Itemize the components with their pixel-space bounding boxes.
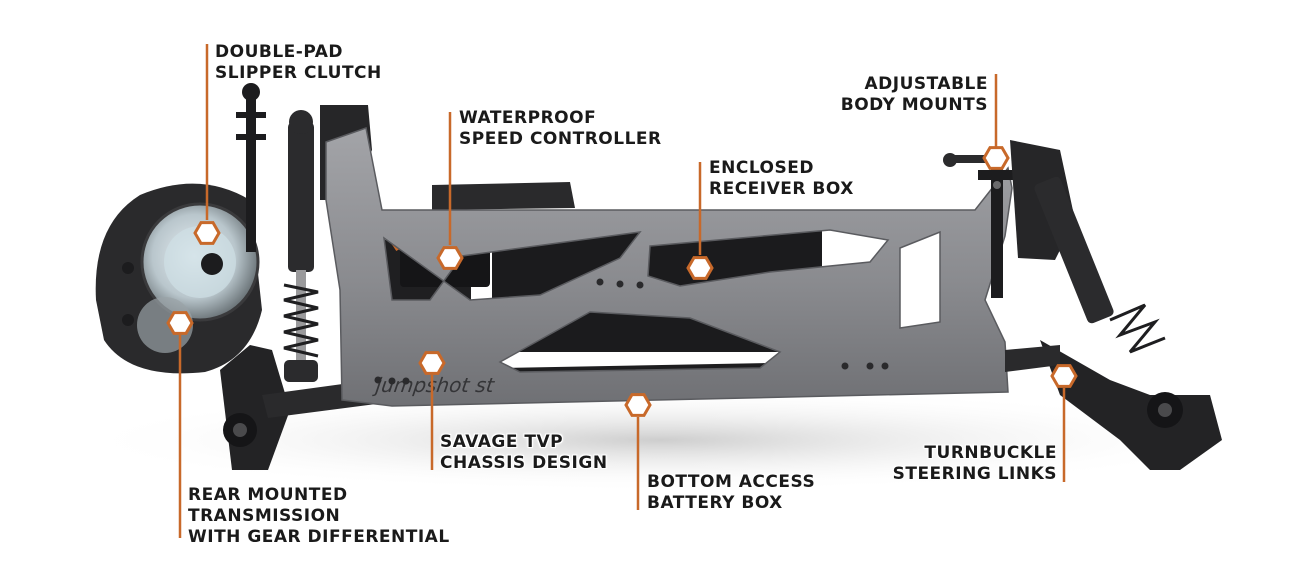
callout-slipper-clutch: DOUBLE-PAD SLIPPER CLUTCH — [215, 42, 382, 84]
callout-battery-box: BOTTOM ACCESS BATTERY BOX — [647, 472, 815, 514]
callout-line: STEERING LINKS — [892, 464, 1057, 484]
rear-shock — [283, 110, 319, 382]
callout-line: ENCLOSED — [709, 158, 814, 178]
chassis-plate: jumpshot st — [325, 127, 1013, 407]
hex-marker-body-mounts — [982, 146, 1010, 170]
callout-transmission: REAR MOUNTED TRANSMISSION WITH GEAR DIFF… — [188, 485, 450, 548]
hex-marker-chassis-design — [418, 351, 446, 375]
callout-line: TURNBUCKLE — [924, 443, 1057, 463]
callout-line: BODY MOUNTS — [840, 95, 988, 115]
callout-line: BATTERY BOX — [647, 493, 783, 513]
callout-line: RECEIVER BOX — [709, 179, 854, 199]
hex-marker-receiver-box — [686, 256, 714, 280]
hex-marker-battery-box — [624, 393, 652, 417]
front-body-mount — [978, 168, 1016, 298]
hex-marker-transmission — [166, 311, 194, 335]
chassis-logo: jumpshot st — [371, 373, 497, 397]
callout-line: SAVAGE TVP — [440, 432, 564, 452]
callout-steering-links: TURNBUCKLE STEERING LINKS — [893, 443, 1057, 485]
hex-markers — [166, 146, 1078, 417]
callout-receiver-box: ENCLOSED RECEIVER BOX — [709, 158, 854, 200]
hex-marker-speed-controller — [436, 246, 464, 270]
front-tower — [943, 140, 1166, 354]
callout-line: CHASSIS DESIGN — [440, 453, 608, 473]
callout-line: TRANSMISSION — [188, 506, 341, 526]
callout-line: WITH GEAR DIFFERENTIAL — [188, 527, 450, 547]
ground-shadow — [70, 388, 1250, 492]
callout-line: DOUBLE-PAD — [215, 42, 343, 62]
hex-marker-steering-links — [1050, 364, 1078, 388]
callout-line: WATERPROOF — [459, 108, 597, 128]
callout-line: REAR MOUNTED — [188, 485, 348, 505]
front-arm — [1005, 340, 1222, 470]
callout-body-mounts: ADJUSTABLE BODY MOUNTS — [841, 74, 988, 116]
callout-line: SLIPPER CLUTCH — [215, 63, 382, 83]
callout-line: BOTTOM ACCESS — [647, 472, 816, 492]
slipper-shaft — [236, 83, 266, 252]
callout-line: ADJUSTABLE — [864, 74, 988, 94]
hex-marker-slipper-clutch — [193, 221, 221, 245]
callout-line: SPEED CONTROLLER — [459, 129, 662, 149]
callout-speed-controller: WATERPROOF SPEED CONTROLLER — [459, 108, 662, 150]
callout-chassis-design: SAVAGE TVP CHASSIS DESIGN — [440, 432, 608, 474]
leader-lines — [178, 44, 1066, 538]
